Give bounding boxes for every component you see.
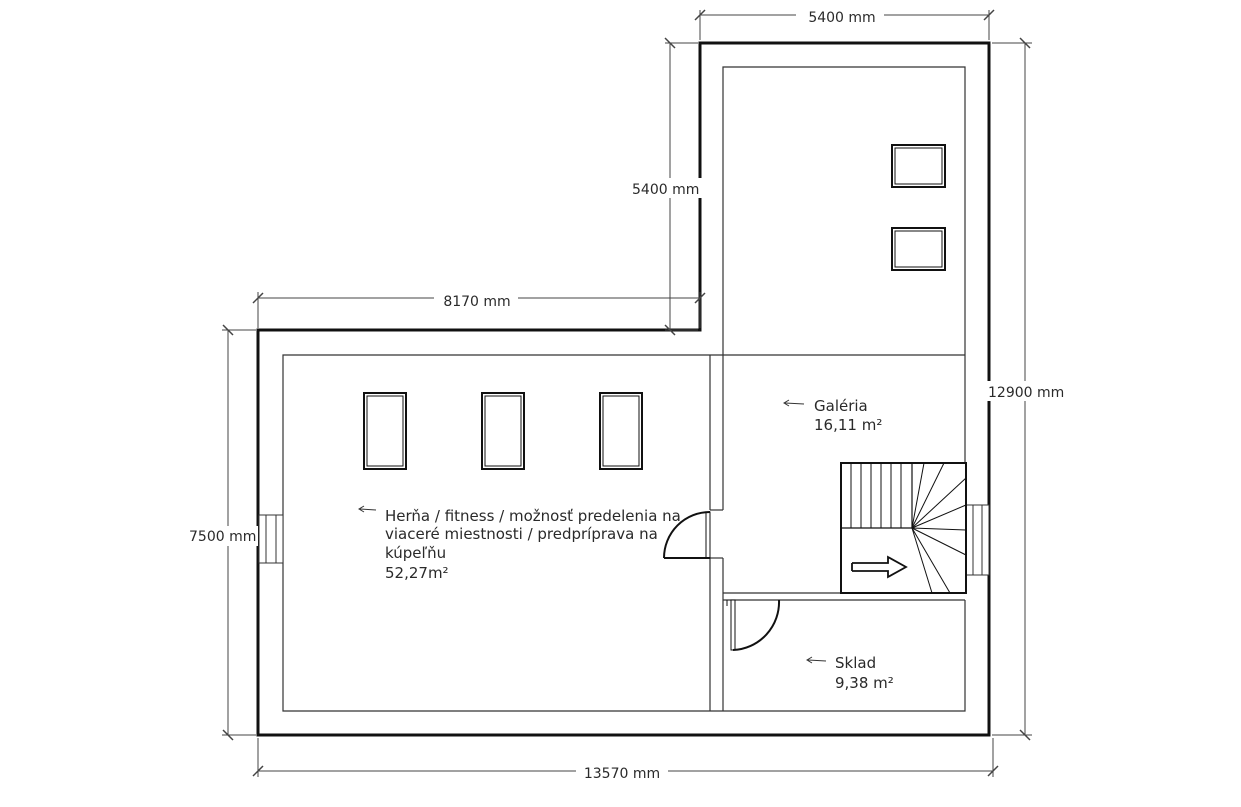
door-swing-arc xyxy=(663,511,711,559)
inner-wall-upper-wing xyxy=(722,66,966,463)
galeria-area: 16,11 m² xyxy=(814,416,882,434)
dim-top-width: 5400 mm xyxy=(808,10,875,26)
stair-direction-arrow-icon xyxy=(851,555,908,579)
sklad-area: 9,38 m² xyxy=(835,674,894,692)
door-leaf xyxy=(705,511,711,559)
room-label-galeria: Galéria 16,11 m² xyxy=(783,397,882,434)
herna-name-line2: viaceré miestnosti / predpríprava na xyxy=(385,525,658,543)
herna-name-line3: kúpeľňu xyxy=(385,544,446,562)
wall-window-right xyxy=(965,504,990,576)
roof-windows-herna xyxy=(363,392,643,470)
roof-window-inner xyxy=(894,230,943,268)
outer-wall-outline xyxy=(256,41,991,737)
interior-wall-face xyxy=(282,66,966,712)
wall-window-left xyxy=(258,514,284,564)
stair-treads xyxy=(850,462,967,594)
dim-left-wing-width: 8170 mm xyxy=(443,294,510,310)
roof-window-inner xyxy=(484,395,522,467)
roof-window-inner xyxy=(366,395,404,467)
roof-window-inner xyxy=(894,147,943,185)
room-label-herna: Herňa / fitness / možnosť predelenia na … xyxy=(358,505,681,582)
staircase xyxy=(840,462,967,594)
dimension-labels: 5400 mm 5400 mm 8170 mm 12900 mm 7500 mm… xyxy=(188,6,1069,783)
roof-window-inner xyxy=(602,395,640,467)
label-pointer-icon xyxy=(358,505,377,513)
door-herna xyxy=(663,511,711,559)
label-pointer-icon xyxy=(806,656,827,664)
dim-right-total-height: 12900 mm xyxy=(988,385,1064,401)
herna-name-line1: Herňa / fitness / možnosť predelenia na xyxy=(385,507,681,525)
door-sklad xyxy=(726,599,781,651)
dim-bottom-width: 13570 mm xyxy=(584,766,660,782)
sklad-name: Sklad xyxy=(835,654,876,672)
galeria-name: Galéria xyxy=(814,397,868,415)
exterior-walls xyxy=(256,41,991,737)
roof-windows-upper xyxy=(891,144,946,271)
label-pointer-icon xyxy=(783,399,805,407)
room-label-sklad: Sklad 9,38 m² xyxy=(806,654,894,692)
door-swing-arc xyxy=(732,599,781,651)
door-leaf xyxy=(730,599,736,651)
dim-upper-wing-height: 5400 mm xyxy=(632,182,699,198)
inner-wall-lower-wing xyxy=(282,354,966,712)
dim-left-height: 7500 mm xyxy=(189,529,256,545)
herna-area: 52,27m² xyxy=(385,564,449,582)
